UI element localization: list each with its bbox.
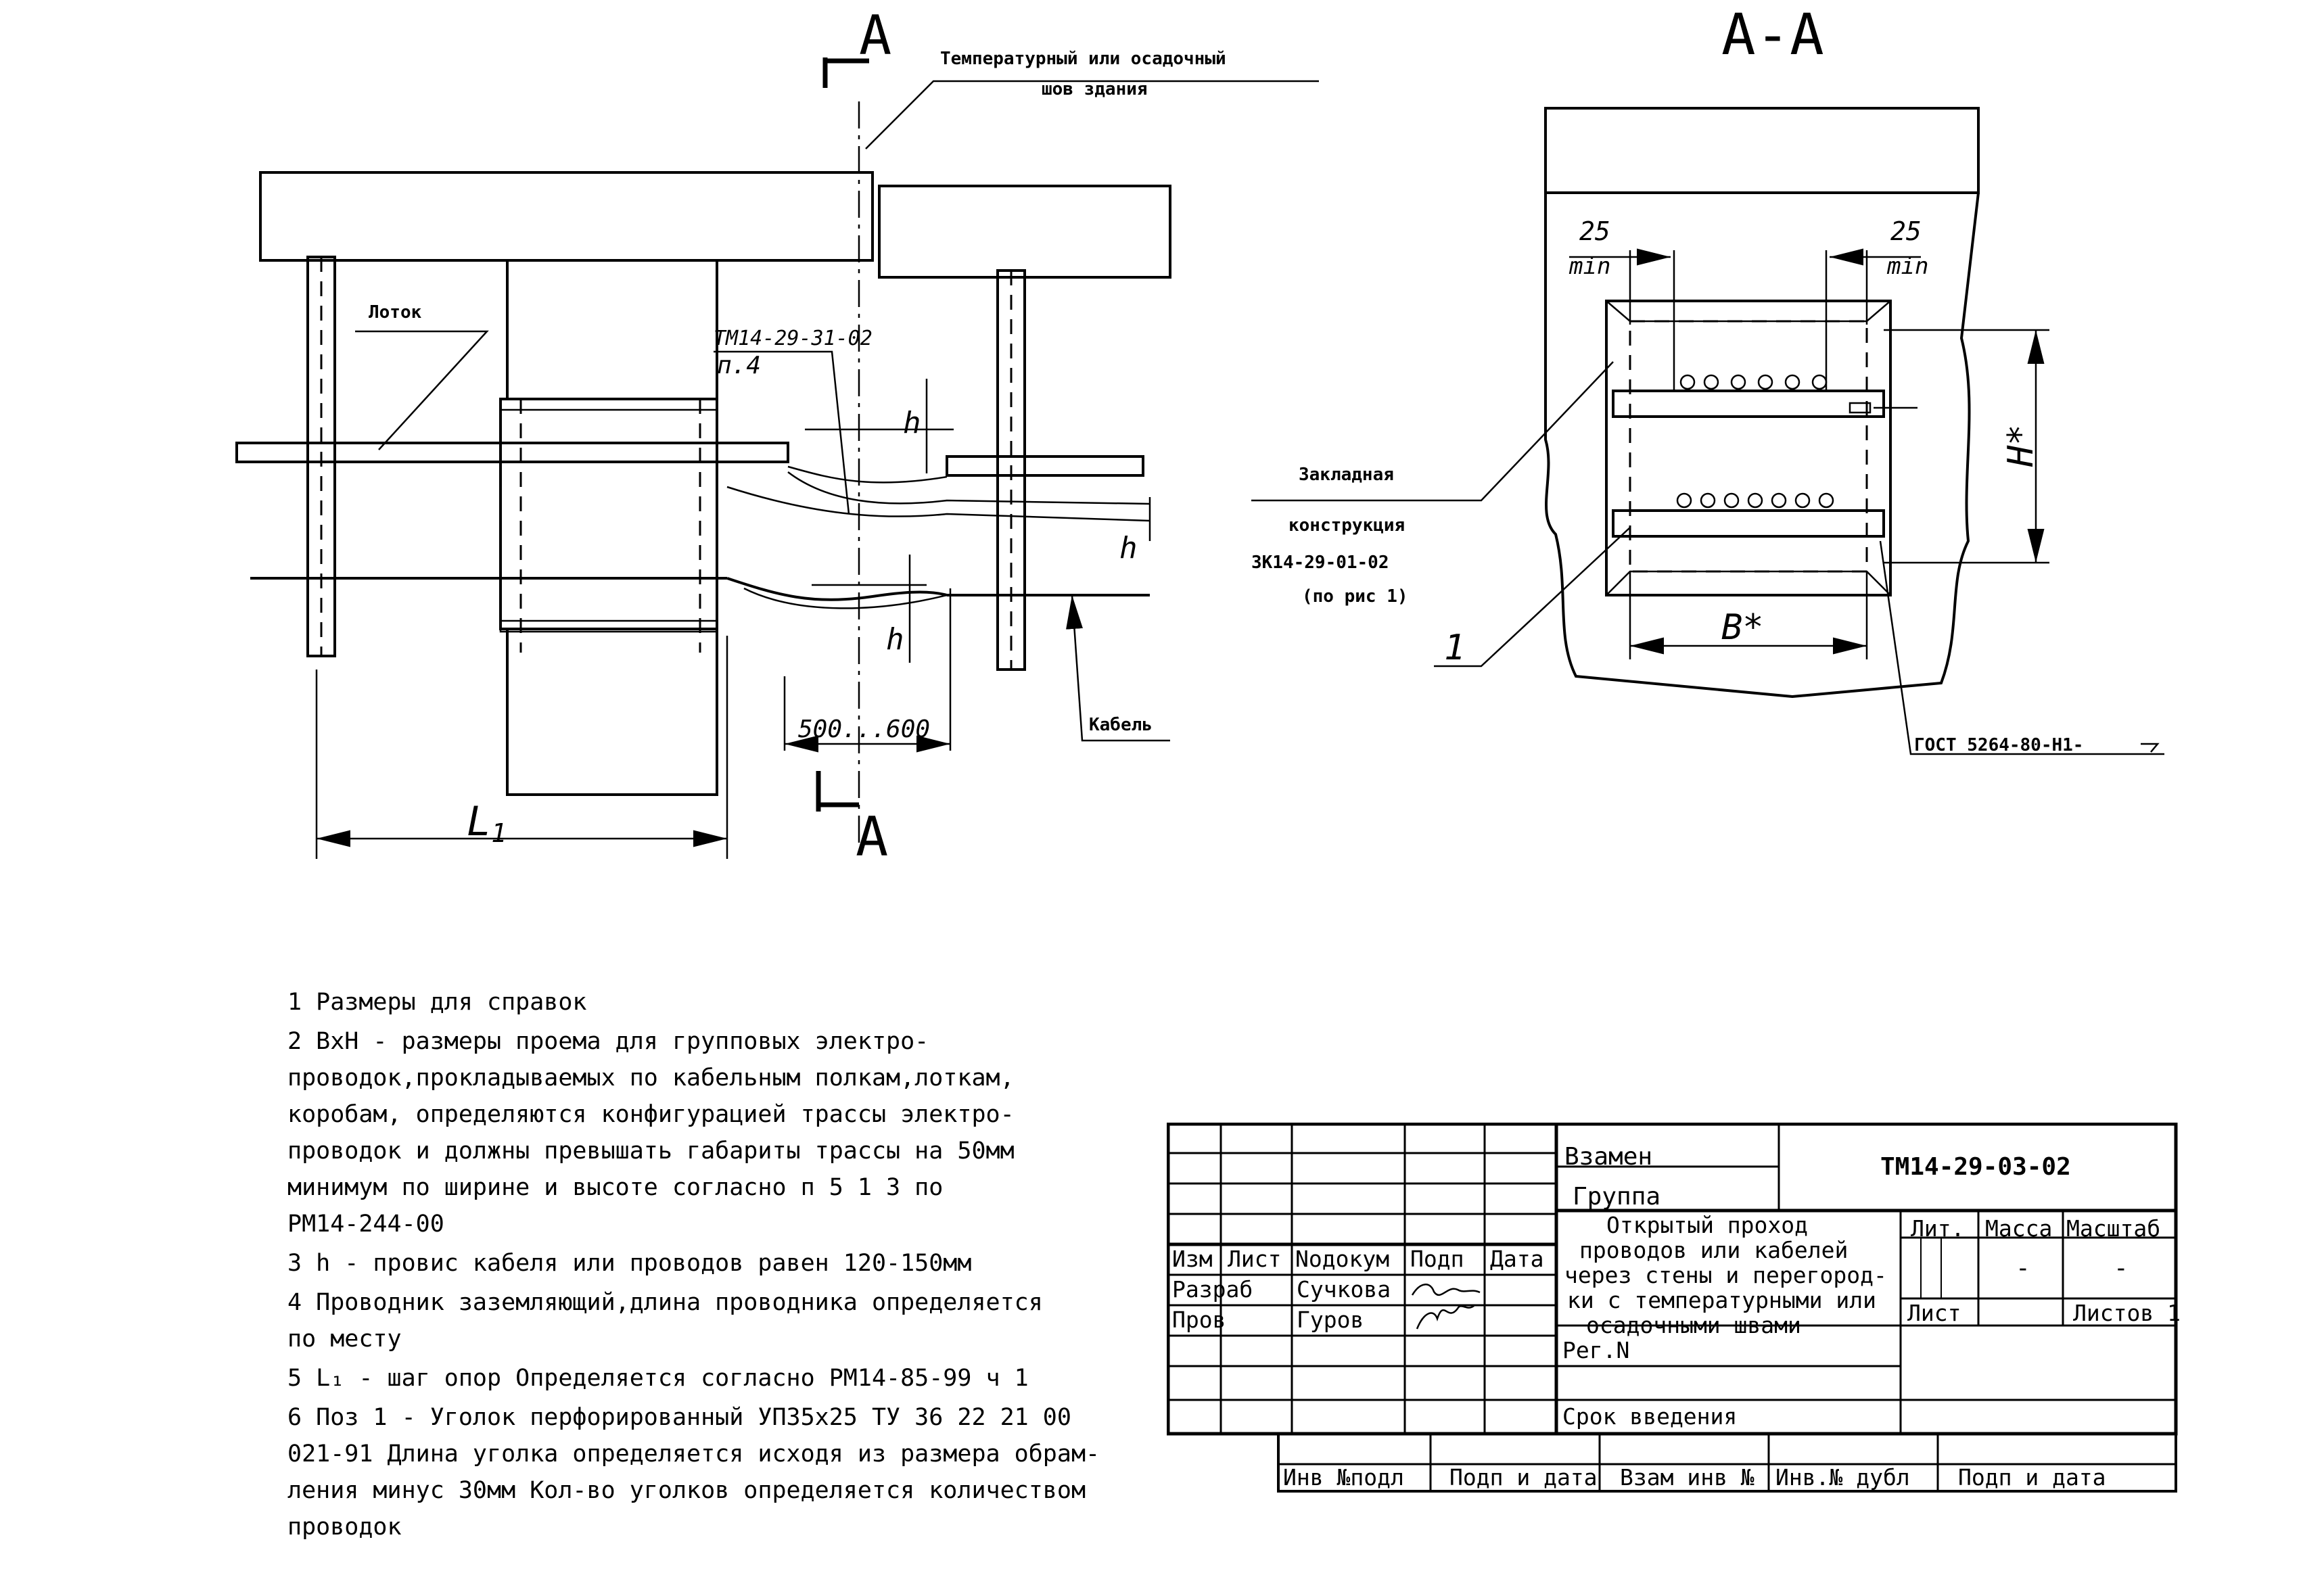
signature-marks: [1411, 1284, 1481, 1330]
plan-view: А Температурный или осадочный шов здания: [235, 4, 1319, 868]
section-title: А-А: [1721, 1, 1824, 68]
sag-label-2: h: [1119, 531, 1138, 565]
title-line-5: осадочными швами: [1586, 1312, 1801, 1338]
section-cut-mark-bottom: [816, 771, 859, 812]
embed-label-1: Закладная: [1299, 465, 1394, 485]
title-line-4: ки с температурными или: [1567, 1287, 1876, 1313]
header-data: Дата: [1490, 1246, 1544, 1272]
vzamen-label: Взамен: [1564, 1143, 1653, 1171]
embed-label-2: конструкция: [1288, 515, 1405, 536]
section-mark-top: А: [859, 4, 891, 67]
title-line-3: через стены и перегород-: [1564, 1262, 1887, 1288]
joint-label-line2: шов здания: [1042, 79, 1148, 99]
scale-value: -: [2114, 1255, 2129, 1282]
doc-code: ТМ14-29-03-02: [1880, 1153, 2071, 1181]
header-podp: Подп: [1410, 1246, 1464, 1272]
dim-right-value: 25: [1890, 216, 1922, 246]
gruppa-label: Группа: [1573, 1183, 1661, 1211]
section-slab: [1544, 107, 1980, 194]
dim-left-unit: min: [1568, 253, 1610, 280]
cable-tray-left: [235, 442, 789, 463]
note-6: 6 Поз 1 - Уголок перфорированный УП35х25…: [287, 1404, 1100, 1541]
wall-lower: [506, 628, 718, 796]
notes-block: 1 Размеры для справок 2 ВхН - размеры пр…: [287, 984, 1167, 1548]
row-razrab-role: Разраб: [1172, 1276, 1253, 1303]
note-1: 1 Размеры для справок: [287, 989, 587, 1016]
dim-span-label: 500...600: [798, 716, 930, 743]
footer-podp-data-1: Подп и дата: [1449, 1464, 1598, 1491]
wall-upper: [506, 259, 718, 400]
sheet-label: Лист: [1907, 1300, 1961, 1326]
sheets-label: Листов 1: [2073, 1300, 2181, 1326]
footer-podp-data-2: Подп и дата: [1958, 1464, 2106, 1491]
dim-l1-label: L1: [467, 798, 507, 848]
row-prov-role: Пров: [1172, 1307, 1226, 1333]
embed-label-3: ЗК14-29-01-02: [1251, 553, 1389, 573]
cable-label: Кабель: [1089, 715, 1153, 735]
section-view: А-А 25 min 25 min: [1251, 1, 2164, 755]
row-razrab-name: Сучкова: [1297, 1276, 1391, 1303]
embed-label-4: (по рис 1): [1302, 586, 1408, 607]
title-block-grid: [1167, 1123, 2178, 1493]
reg-label: Рег.N: [1562, 1337, 1630, 1363]
header-izm: Изм: [1172, 1246, 1213, 1272]
ref-doc-label: ТМ14-29-31-02: [714, 327, 873, 350]
cable-tray-right: [946, 455, 1144, 477]
gost-label: ГОСТ 5264-80-Н1-: [1914, 735, 2083, 755]
title-block: Взамен Группа ТМ14-29-03-02 Открытый про…: [1167, 1123, 2181, 1495]
title-line-2: проводов или кабелей: [1579, 1237, 1849, 1263]
ceiling-slab-left: [259, 171, 874, 262]
mass-value: -: [2016, 1255, 2030, 1282]
wire-sag-upper: [787, 465, 948, 484]
sag-label-1: h: [903, 406, 921, 440]
opening-frame: [499, 398, 718, 630]
dim-b-label: B*: [1721, 607, 1764, 648]
header-list: Лист: [1228, 1246, 1282, 1272]
note-4: 4 Проводник заземляющий,длина проводника…: [287, 1289, 1043, 1353]
wires-lower: [1676, 492, 1834, 509]
footer-inv-dubl: Инв.№ дубл: [1775, 1464, 1910, 1491]
row-prov-name: Гуров: [1297, 1307, 1364, 1333]
srok-label: Срок введения: [1562, 1403, 1738, 1430]
tray-label: Лоток: [369, 302, 422, 323]
dim-left-value: 25: [1579, 216, 1610, 246]
footer-inv-podl: Инв №подл: [1283, 1464, 1404, 1491]
dim-right-unit: min: [1886, 253, 1928, 280]
section-cut-mark-top: [822, 57, 869, 88]
ref-item-label: п.4: [717, 352, 761, 379]
sag-label-3: h: [886, 622, 904, 657]
note-5: 5 L₁ - шаг опор Определяется согласно РМ…: [287, 1365, 1029, 1392]
pos-1-label: 1: [1444, 628, 1465, 668]
shelf-lower: [1612, 509, 1885, 538]
header-ndokum: Nодокум: [1295, 1246, 1390, 1272]
section-opening: [1605, 300, 1892, 596]
joint-leader: [865, 80, 1319, 149]
mass-label: Масса: [1985, 1215, 2053, 1242]
ceiling-slab-right: [878, 185, 1171, 279]
footer-vzam-inv: Взам инв №: [1620, 1464, 1754, 1491]
section-wall: [1544, 192, 1980, 699]
section-mark-bottom: А: [856, 805, 888, 868]
wires-upper: [1679, 374, 1828, 390]
note-2: 2 ВхН - размеры проема для групповых эле…: [287, 1028, 1015, 1238]
cable-sag: [726, 577, 948, 601]
dim-h-label: H*: [2001, 424, 2041, 467]
note-3: 3 h - провис кабеля или проводов равен 1…: [287, 1250, 972, 1277]
shelf-upper: [1612, 390, 1885, 418]
joint-label-line1: Температурный или осадочный: [940, 49, 1226, 69]
lit-label: Лит.: [1911, 1215, 1965, 1242]
title-line-1: Открытый проход: [1606, 1212, 1809, 1238]
scale-label: Масштаб: [2066, 1215, 2161, 1242]
